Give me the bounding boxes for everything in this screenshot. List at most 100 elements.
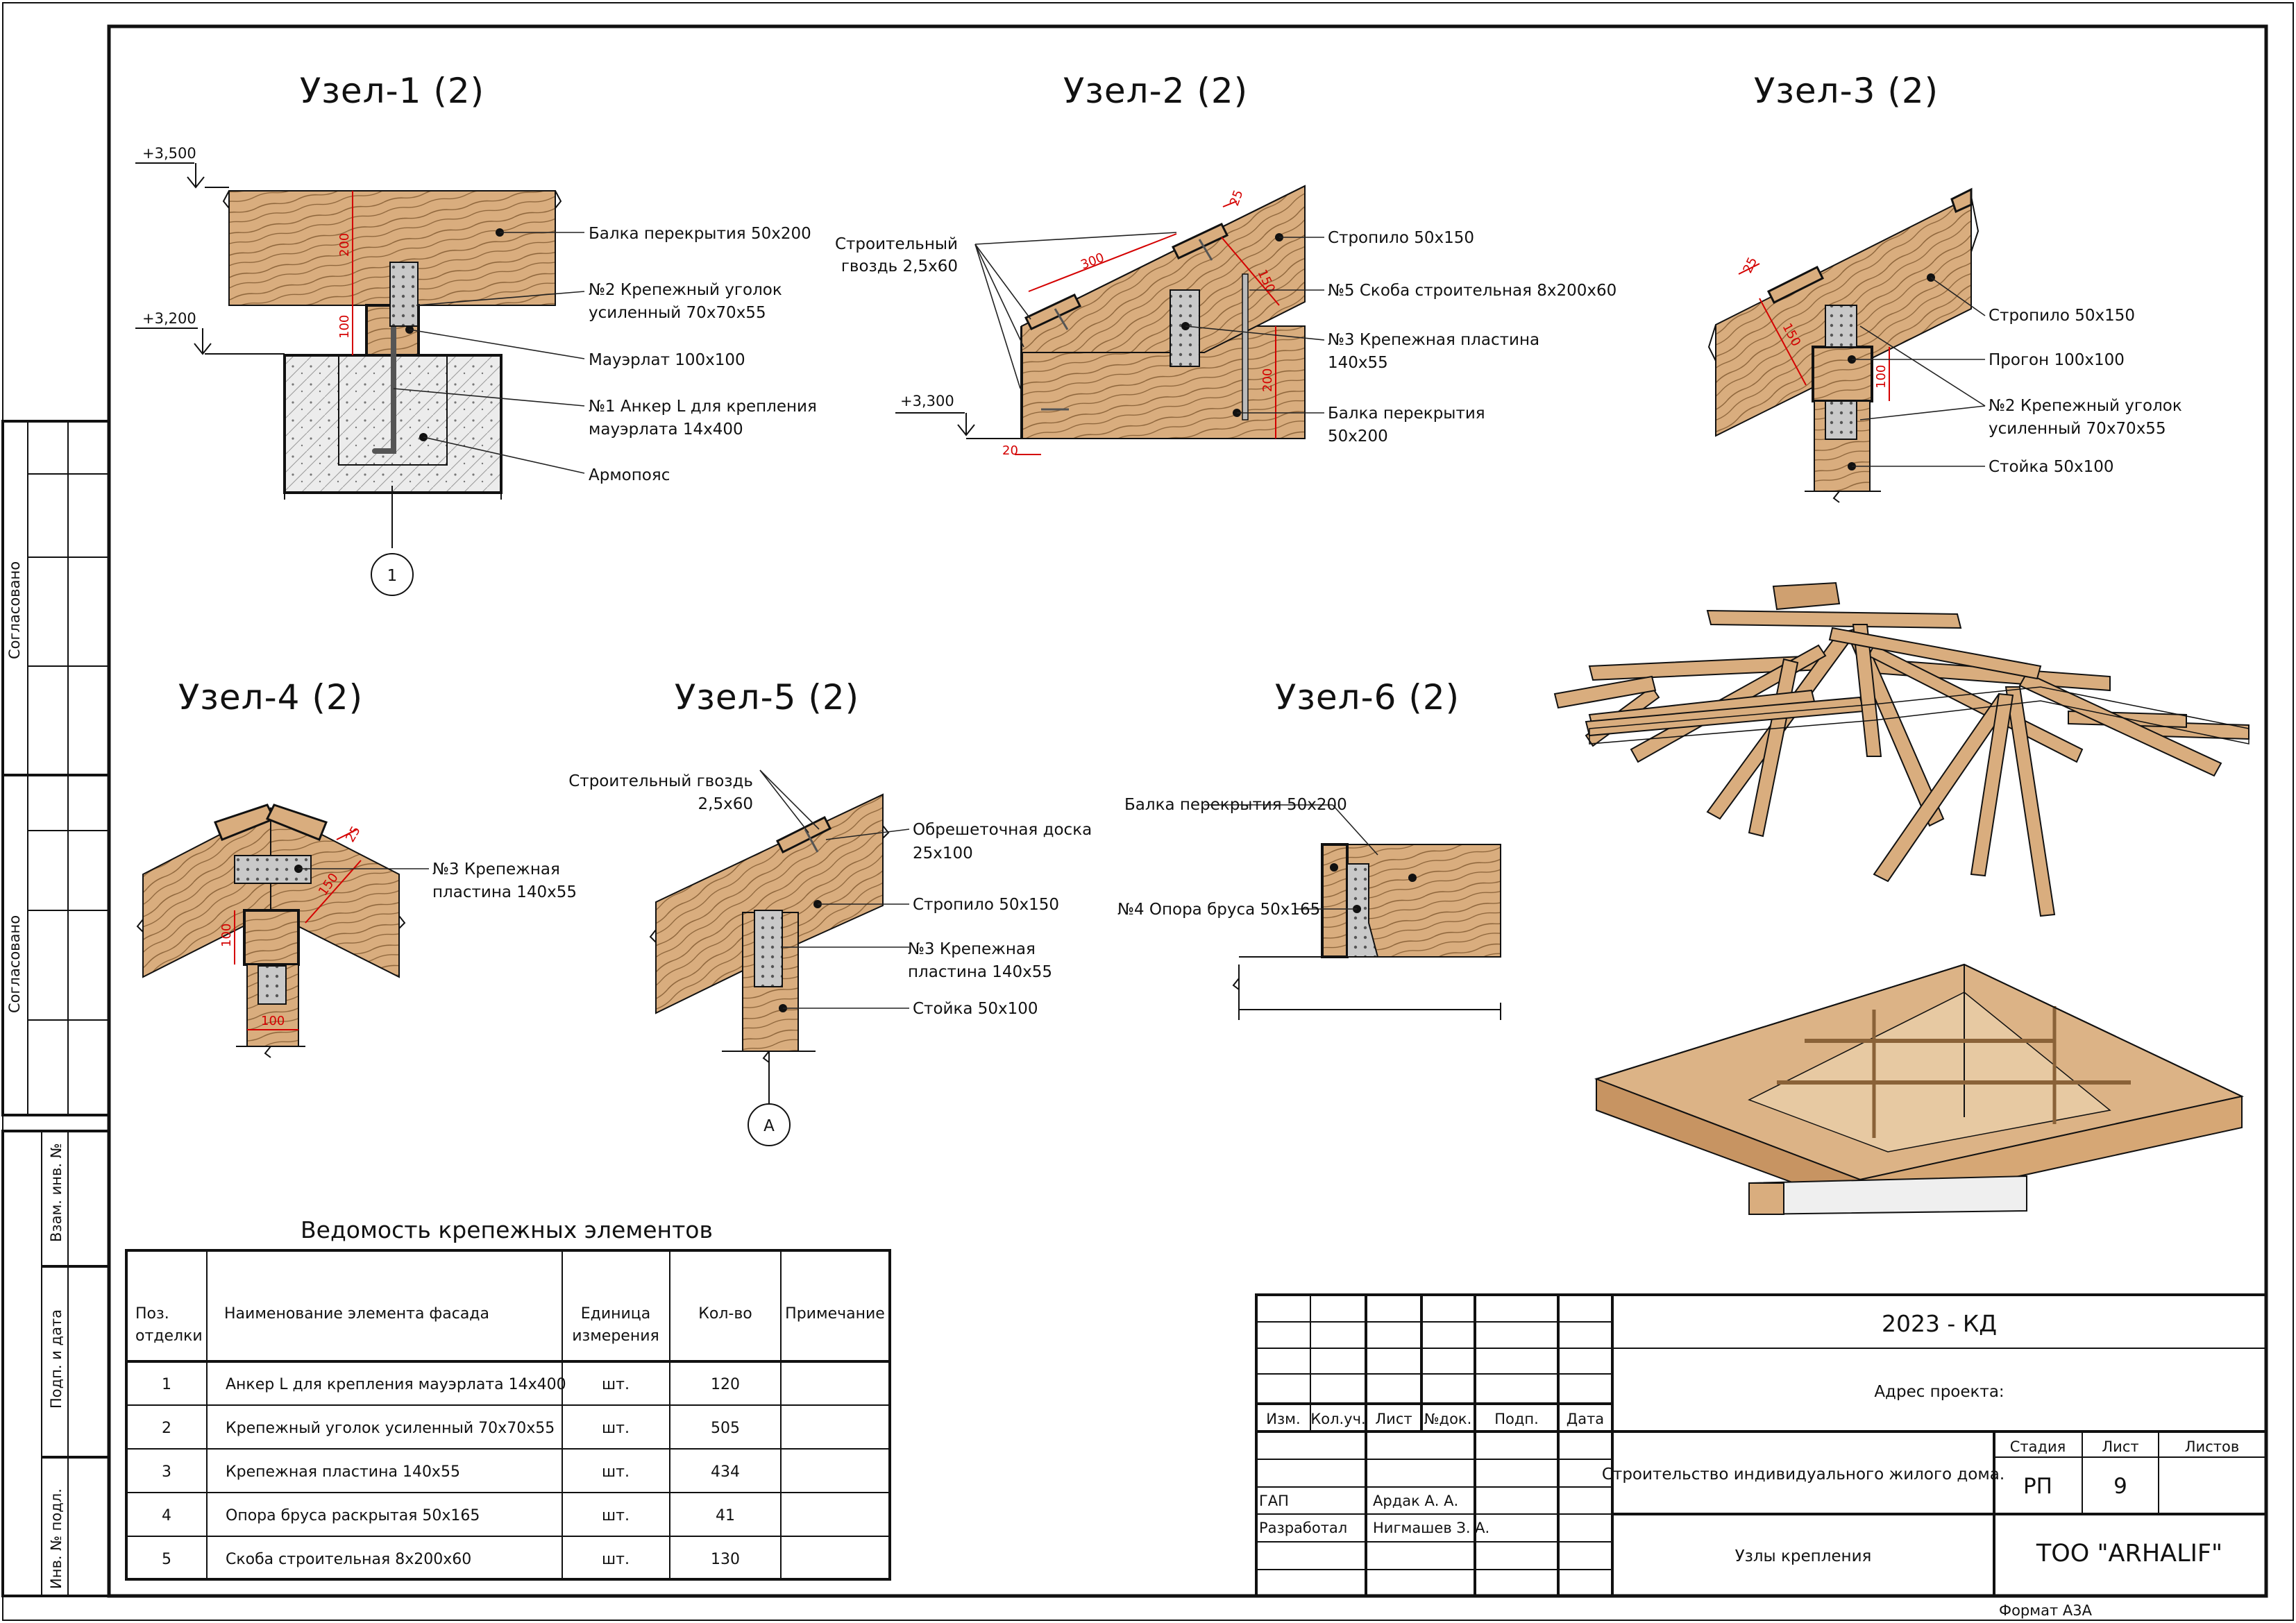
node-5-callout-plate: №3 Крепежная <box>908 940 1036 958</box>
node-4-title: Узел-4 (2) <box>178 677 363 717</box>
node-3-callout-bracket-size: усиленный 70х70х55 <box>1989 420 2166 438</box>
node-2-callout-beam-size: 50х200 <box>1328 427 1388 445</box>
corner-bracket <box>389 262 419 327</box>
sign-date-label: Подп. и дата <box>48 1309 65 1409</box>
inv-number-label: Инв. № подл. <box>48 1488 65 1589</box>
row-3-pos: 3 <box>162 1463 171 1481</box>
node-2-callout-staple: №5 Скоба строительная 8х200х60 <box>1328 282 1617 300</box>
node-2-callout-plate-size: 140х55 <box>1328 354 1388 372</box>
node-5-detail: Узел-5 (2) Строительный гвоздь 2,5х60 Об… <box>568 677 1092 1146</box>
node-2-level: +3,300 <box>900 393 954 409</box>
row-4-qty: 41 <box>716 1507 735 1524</box>
tb-name-gap: Ардак А. А. <box>1373 1493 1458 1509</box>
batten-node5 <box>775 815 832 854</box>
row-3-unit: шт. <box>602 1463 630 1481</box>
tb-sheet-label: Лист <box>2102 1438 2138 1455</box>
purlin <box>1812 346 1873 402</box>
tb-stage-label: Стадия <box>2010 1438 2066 1455</box>
node-2-callout-beam: Балка перекрытия <box>1328 405 1485 423</box>
node-1-callout-armopoyas: Армопояс <box>589 466 670 484</box>
tb-project: Строительство индивидуального жилого дом… <box>1602 1465 2004 1484</box>
schedule-header-qty: Кол-во <box>698 1305 752 1323</box>
node-1-dim-100: 100 <box>337 315 352 339</box>
beam-support-bracket <box>1347 863 1379 958</box>
node-3-dim-100: 100 <box>1874 365 1889 389</box>
node-5-callout-rafter: Стропило 50х150 <box>913 896 1059 914</box>
node-5-callout-plate-size: пластина 140х55 <box>908 963 1052 981</box>
schedule-header-pos-2: отделки <box>135 1327 203 1345</box>
tb-stage: РП <box>2023 1474 2052 1499</box>
schedule-title: Ведомость крепежных элементов <box>301 1216 713 1243</box>
anchor-bolt <box>372 269 396 454</box>
tb-col-podp: Подп. <box>1494 1411 1539 1427</box>
node-2-callout-nail-size: гвоздь 2,5х60 <box>841 257 958 275</box>
node-4-callout-plate-size: пластина 140х55 <box>432 883 577 901</box>
node-3-callout-purlin: Прогон 100х100 <box>1989 351 2125 369</box>
node-5-callout-batten-size: 25х100 <box>913 844 973 863</box>
node-3-detail: Узел-3 (2) 25 150 100 Стропило 50х150 Пр… <box>1707 71 2182 503</box>
node-2-callout-plate: №3 Крепежная пластина <box>1328 331 1539 349</box>
node-1-callout-anchor-size: мауэрлата 14х400 <box>589 420 743 439</box>
node-6-title: Узел-6 (2) <box>1275 677 1460 717</box>
node-3-callout-bracket: №2 Крепежный уголок <box>1989 397 2182 415</box>
tb-sheet-number: 9 <box>2113 1474 2127 1499</box>
node-1-callout-bracket: №2 Крепежный уголок <box>589 281 782 299</box>
tb-col-list: Лист <box>1375 1411 1412 1427</box>
node-5-title: Узел-5 (2) <box>675 677 859 717</box>
tb-sheets-label: Листов <box>2185 1438 2239 1455</box>
tb-col-kolich: Кол.уч. <box>1310 1411 1365 1427</box>
row-2-unit: шт. <box>602 1420 630 1437</box>
tb-code: 2023 - КД <box>1882 1310 1997 1337</box>
purlin-node4 <box>243 909 300 966</box>
row-1-unit: шт. <box>602 1376 630 1393</box>
axis-a-label: А <box>763 1117 775 1135</box>
support-beam-node6 <box>1321 843 1349 958</box>
title-block: Изм. Кол.уч. Лист №док. Подп. Дата ГАП А… <box>1255 1293 2268 1597</box>
row-4-pos: 4 <box>162 1507 171 1524</box>
node-2-dim-300: 300 <box>1079 250 1106 273</box>
node-2-detail: Узел-2 (2) +3,300 300 25 150 200 20 <box>835 71 1617 458</box>
node-5-callout-post: Стойка 50х100 <box>913 1000 1038 1018</box>
node-2-dim-25: 25 <box>1227 188 1247 208</box>
row-5-unit: шт. <box>602 1551 630 1568</box>
node-6-callout-beam: Балка перекрытия 50х200 <box>1124 796 1347 814</box>
approval-label-2: Согласовано <box>6 915 23 1013</box>
row-3-name: Крепежная пластина 140х55 <box>226 1463 460 1481</box>
tb-role-author: Разработал <box>1259 1520 1347 1536</box>
node-5-callout-batten: Обрешеточная доска <box>913 821 1092 839</box>
node-4-dim-25: 25 <box>343 824 364 844</box>
tb-col-izm: Изм. <box>1266 1411 1300 1427</box>
node-1-callout-mauerlat: Мауэрлат 100х100 <box>589 351 745 369</box>
node-1-callout-beam: Балка перекрытия 50х200 <box>589 225 811 243</box>
schedule-header-unit-2: измерения <box>572 1327 659 1345</box>
row-1-qty: 120 <box>711 1376 740 1393</box>
row-2-name: Крепежный уголок усиленный 70х70х55 <box>226 1420 555 1437</box>
node-4-dim-100-v: 100 <box>219 924 234 947</box>
row-5-pos: 5 <box>162 1551 171 1568</box>
tb-col-date: Дата <box>1567 1411 1604 1427</box>
tb-role-gap: ГАП <box>1259 1493 1289 1509</box>
axis-bubble-1 <box>371 553 414 596</box>
node-1-callout-anchor: №1 Анкер L для крепления <box>589 398 817 416</box>
node-1-title: Узел-1 (2) <box>300 71 484 111</box>
node-4-dim-100-h: 100 <box>261 1014 285 1028</box>
table-row: 2 Крепежный уголок усиленный 70х70х55 шт… <box>162 1420 740 1437</box>
row-4-name: Опора бруса раскрытая 50х165 <box>226 1507 480 1524</box>
tb-name-author: Нигмашев З. А. <box>1373 1520 1489 1536</box>
node-1-level-top: +3,500 <box>142 145 196 162</box>
node-6-detail: Узел-6 (2) Балка перекрытия 50х200 №4 Оп… <box>1117 677 1501 1020</box>
node-2-title: Узел-2 (2) <box>1063 71 1248 111</box>
row-2-qty: 505 <box>711 1420 740 1437</box>
node-3-title: Узел-3 (2) <box>1754 71 1939 111</box>
row-2-pos: 2 <box>162 1420 171 1437</box>
node-1-detail: Узел-1 (2) +3,500 +3,200 200 100 Ба <box>135 71 817 596</box>
roof-frame-3d-top <box>1553 581 2249 917</box>
schedule-header-note: Примечание <box>785 1305 885 1323</box>
node-4-callout-plate: №3 Крепежная <box>432 860 560 878</box>
node-3-callout-rafter: Стропило 50х150 <box>1989 307 2135 325</box>
schedule-header-unit: Единица <box>581 1305 651 1323</box>
node-2-callout-rafter: Стропило 50х150 <box>1328 229 1474 247</box>
node-2-dim-20: 20 <box>1002 443 1018 458</box>
schedule-header-pos: Поз. <box>135 1305 169 1323</box>
